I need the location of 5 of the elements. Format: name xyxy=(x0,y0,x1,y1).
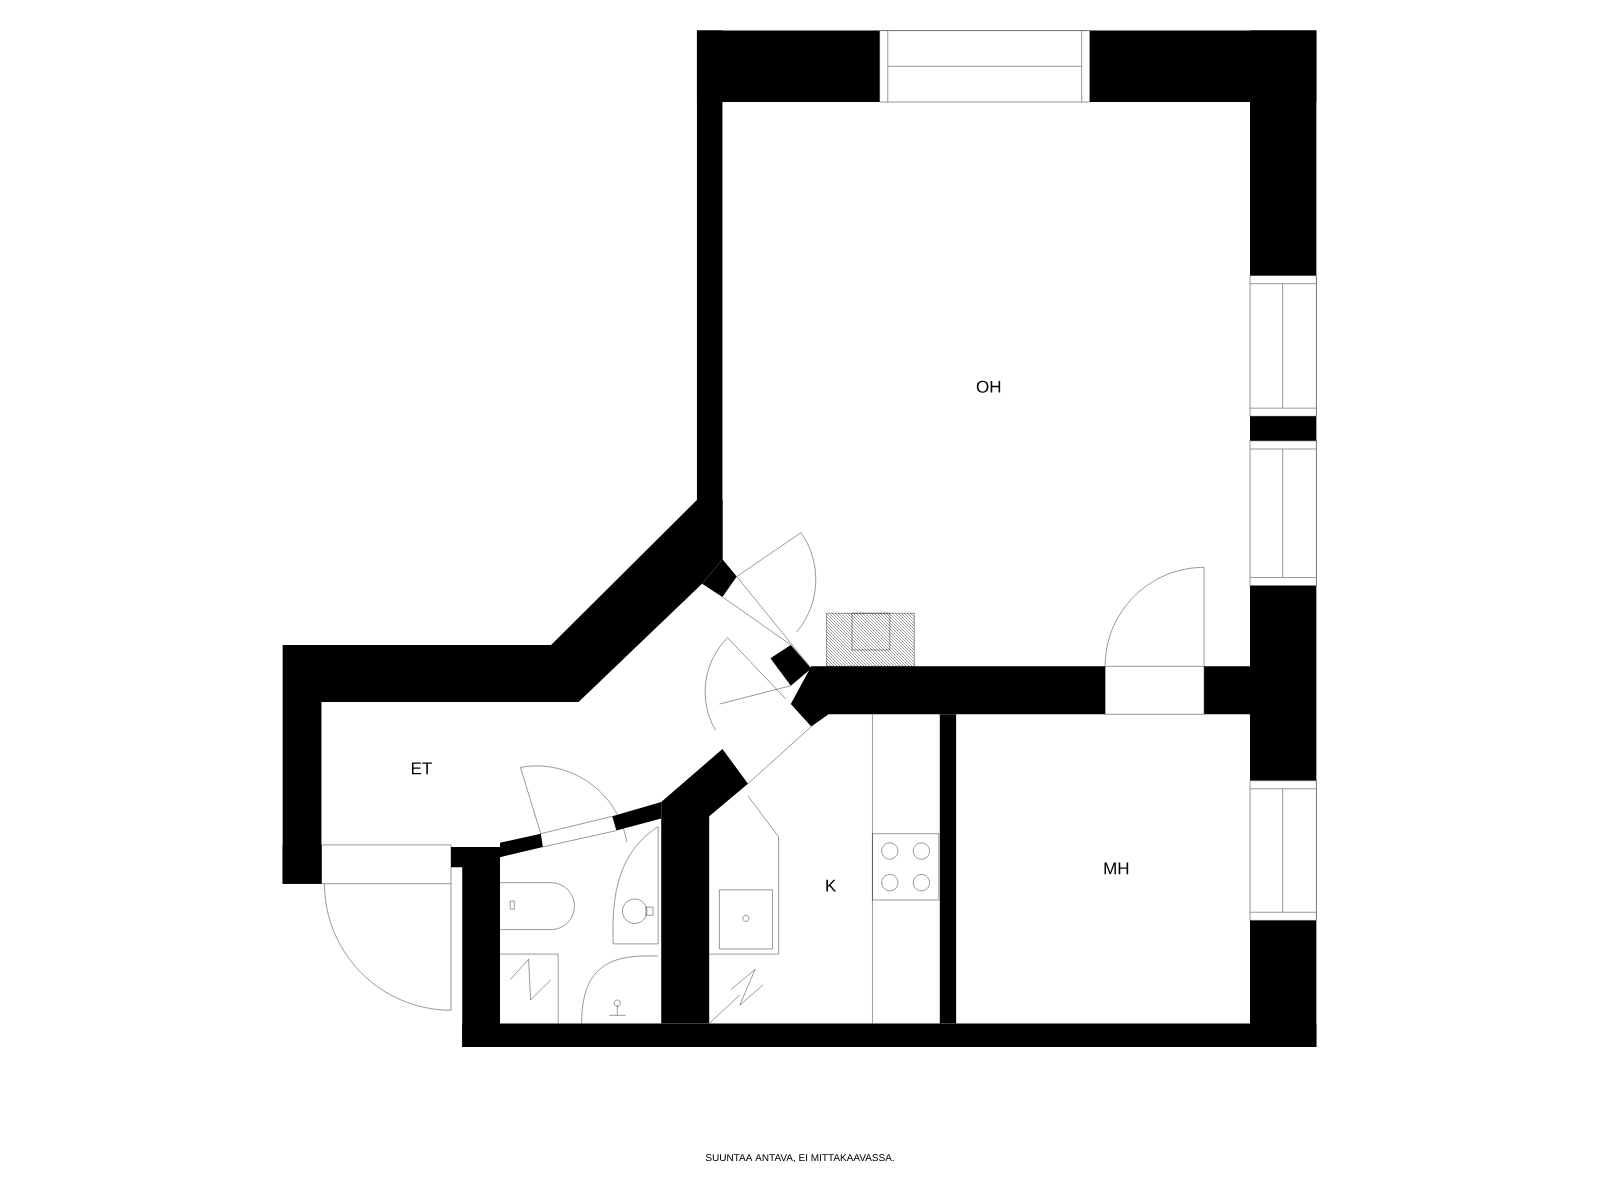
room-label: ET xyxy=(411,762,432,775)
room-label: MH xyxy=(1104,862,1129,875)
room-label: OH xyxy=(976,380,1001,393)
caption: SUUNTAA ANTAVA, EI MITTAKAAVASSA. xyxy=(705,1154,894,1163)
room-label: K xyxy=(826,879,837,892)
